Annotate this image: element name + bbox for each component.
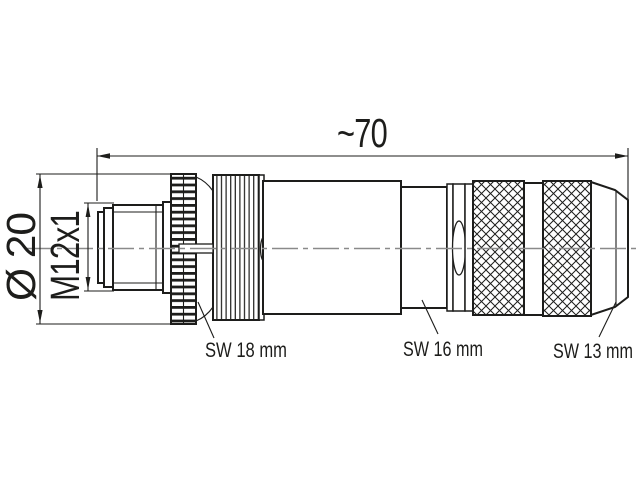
thread-flange xyxy=(162,201,172,294)
thread-arrow-bottom xyxy=(85,277,91,290)
length-arrow-right xyxy=(615,153,628,159)
diameter-dimension: Ø 20 xyxy=(0,173,171,325)
diameter-dimension-lines xyxy=(36,173,171,325)
clamp-ring-3 xyxy=(464,183,474,312)
callout-label-sw16: SW 16 mm xyxy=(403,338,483,361)
thread-arrow-top xyxy=(85,204,91,217)
wrench-size-callouts: SW 18 mm SW 16 mm SW 13 mm xyxy=(197,299,633,363)
callout-label-sw13: SW 13 mm xyxy=(553,340,633,363)
length-dimension: ~70 xyxy=(96,110,629,201)
diameter-arrow-top xyxy=(37,175,43,188)
leader-sw18 xyxy=(197,301,215,339)
body-neck xyxy=(400,186,448,309)
length-arrow-left xyxy=(97,153,110,159)
nut-shoulder-arcs xyxy=(195,176,214,322)
straight-knurl-nut xyxy=(212,174,260,321)
diameter-arrow-bottom xyxy=(37,310,43,323)
thread-dimension-lines xyxy=(84,202,114,292)
leader-sw13 xyxy=(598,301,617,338)
leader-sw16 xyxy=(421,299,439,335)
thread-chamfer-lines xyxy=(113,205,163,290)
hex-body xyxy=(262,180,402,315)
thread-dimension-label: M12x1 xyxy=(42,211,88,301)
diameter-dimension-label: Ø 20 xyxy=(0,213,44,301)
length-dimension-label: ~70 xyxy=(337,110,387,156)
tip-ring-inner xyxy=(103,207,114,288)
thread-cylinder xyxy=(112,204,164,291)
callout-label-sw18: SW 18 mm xyxy=(205,339,287,362)
thread-dimension: M12x1 xyxy=(42,202,114,301)
